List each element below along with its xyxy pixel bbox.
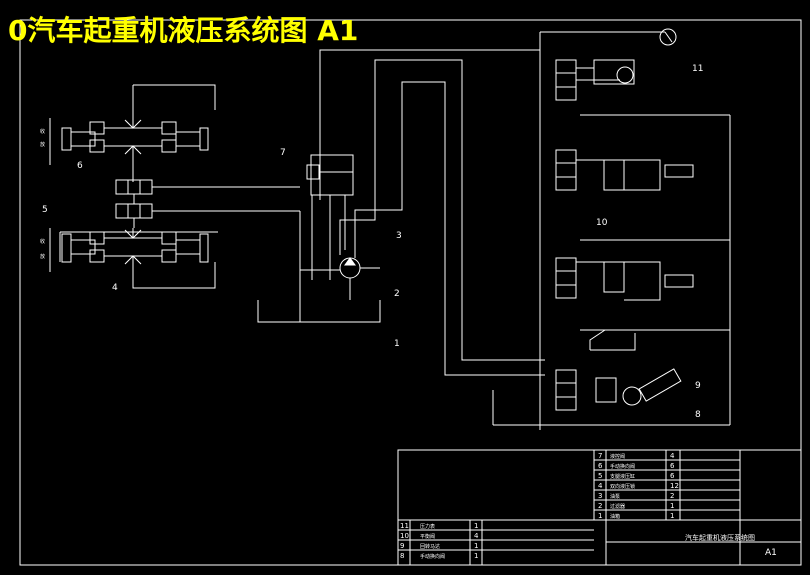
callout-1: 1 (394, 339, 400, 349)
callout-3: 3 (396, 231, 402, 241)
callout-6: 6 (77, 161, 83, 171)
svg-text:2: 2 (670, 492, 674, 500)
callout-5: 5 (42, 205, 48, 215)
svg-text:油箱: 油箱 (610, 513, 620, 520)
svg-text:1: 1 (670, 512, 674, 520)
svg-text:1: 1 (474, 522, 478, 530)
callout-10: 10 (596, 218, 608, 228)
side-text-upper-2: 放 (40, 141, 45, 148)
svg-text:1: 1 (474, 542, 478, 550)
svg-text:6: 6 (598, 462, 603, 470)
callout-2: 2 (394, 289, 400, 299)
side-text-lower-1: 收 (40, 238, 45, 245)
svg-text:液控阀: 液控阀 (610, 453, 625, 460)
svg-text:手动换向阀: 手动换向阀 (610, 463, 635, 470)
parts-list-left: 11 压力表 1 10 平衡阀 4 9 回转马达 1 8 手动换向阀 1 (400, 522, 479, 560)
svg-text:5: 5 (598, 472, 602, 480)
title-block-sheet: A1 (765, 548, 777, 558)
svg-text:9: 9 (400, 542, 404, 550)
svg-text:支腿液压缸: 支腿液压缸 (610, 473, 635, 480)
svg-text:回转马达: 回转马达 (420, 543, 440, 550)
svg-text:6: 6 (670, 462, 675, 470)
svg-text:1: 1 (670, 502, 674, 510)
svg-text:2: 2 (598, 502, 602, 510)
svg-text:12: 12 (670, 482, 679, 490)
svg-text:4: 4 (670, 452, 675, 460)
svg-text:7: 7 (598, 452, 602, 460)
callout-4: 4 (112, 283, 118, 293)
svg-text:4: 4 (474, 532, 479, 540)
callout-11: 11 (692, 64, 703, 74)
svg-text:过滤器: 过滤器 (610, 503, 625, 510)
svg-text:11: 11 (400, 522, 409, 530)
drawing-title: 0汽车起重机液压系统图 A1 (8, 14, 358, 47)
svg-text:手动换向阀: 手动换向阀 (420, 553, 445, 560)
side-text-lower-2: 放 (40, 253, 45, 260)
drawing-frame (19, 19, 802, 566)
svg-text:8: 8 (400, 552, 404, 560)
callout-9: 9 (695, 381, 701, 391)
svg-text:3: 3 (598, 492, 602, 500)
callout-7: 7 (280, 148, 286, 158)
svg-text:压力表: 压力表 (420, 523, 435, 530)
svg-text:4: 4 (598, 482, 603, 490)
side-text-upper-1: 收 (40, 128, 45, 135)
svg-text:1: 1 (598, 512, 602, 520)
svg-text:6: 6 (670, 472, 675, 480)
svg-text:1: 1 (474, 552, 478, 560)
svg-text:10: 10 (400, 532, 409, 540)
svg-text:平衡阀: 平衡阀 (420, 533, 435, 540)
parts-list-right: 7 液控阀 4 6 手动换向阀 6 5 支腿液压缸 6 4 双向液压锁 12 3 油泵 2 2 过滤器… (598, 452, 679, 520)
svg-text:油泵: 油泵 (610, 493, 620, 500)
callout-8: 8 (695, 410, 701, 420)
svg-text:双向液压锁: 双向液压锁 (610, 483, 635, 490)
title-block-name: 汽车起重机液压系统图 (685, 533, 755, 542)
